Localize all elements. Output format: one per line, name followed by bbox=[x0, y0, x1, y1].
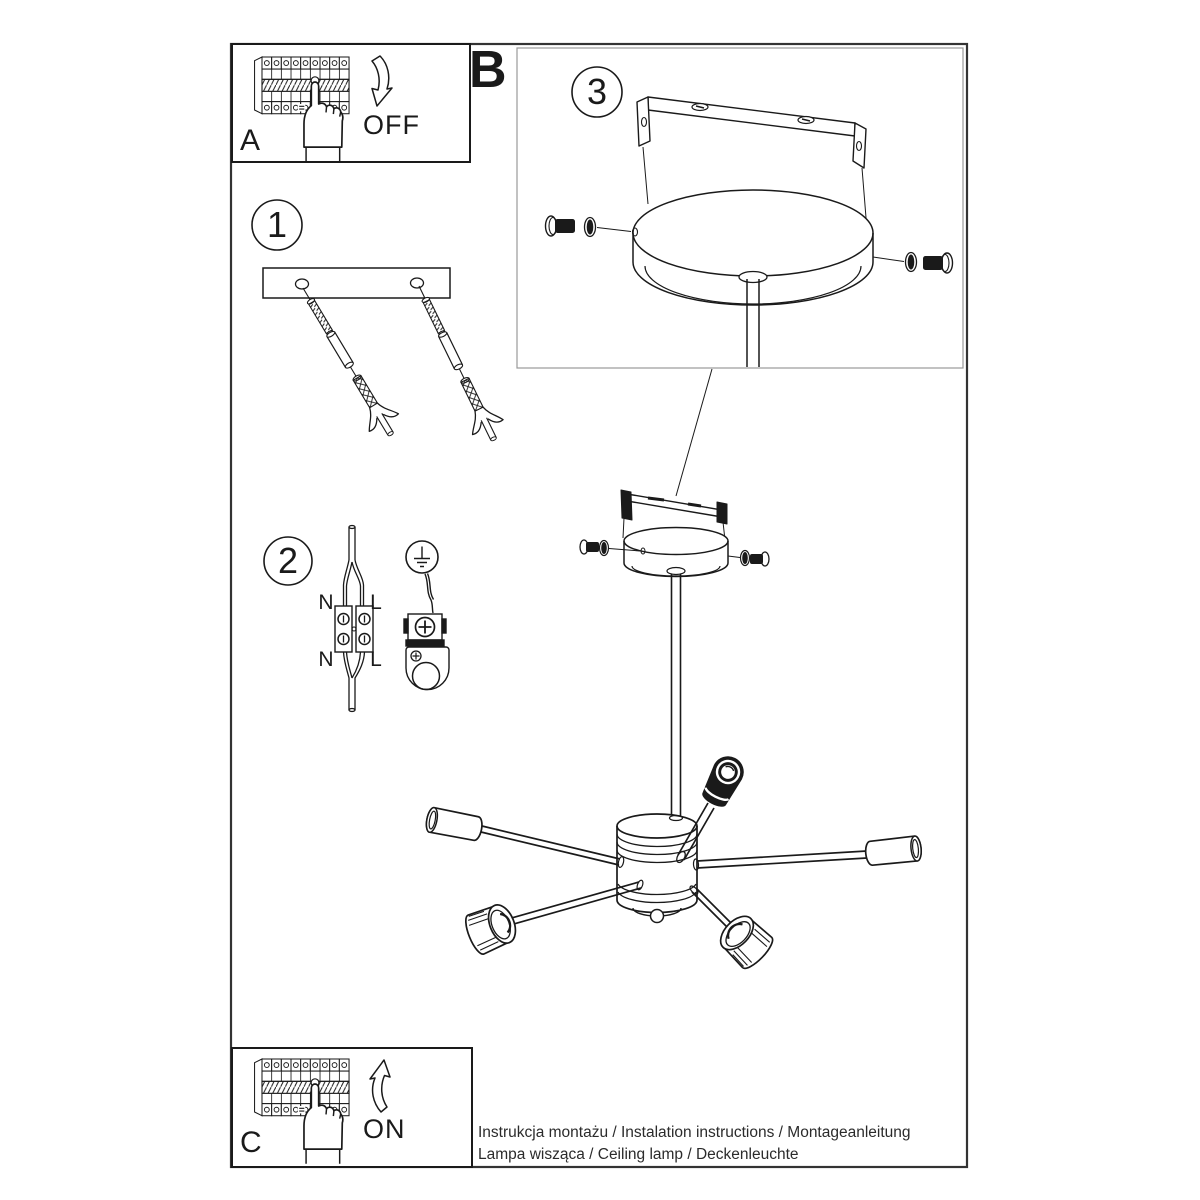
detail-3-canopy bbox=[631, 189, 874, 367]
hub-bottom-knob bbox=[649, 908, 665, 924]
wire-label-l-bottom: L bbox=[370, 648, 382, 671]
mounting-bar-illustration bbox=[262, 267, 511, 449]
label-a: A bbox=[240, 124, 261, 157]
wire-label-n-top: N bbox=[318, 591, 334, 614]
step-1-number: 1 bbox=[266, 204, 288, 245]
breaker-panel-off-illustration bbox=[255, 55, 393, 163]
arrow-down-icon bbox=[371, 55, 393, 107]
step-1-circle bbox=[251, 199, 303, 251]
socket-knurled-lower-right bbox=[712, 908, 778, 974]
arm-lower-left bbox=[500, 881, 642, 928]
detail-callout-line bbox=[675, 368, 713, 497]
lamp-canopy bbox=[623, 526, 729, 578]
earth-ground-icon bbox=[405, 540, 439, 574]
label-b: B bbox=[469, 41, 507, 99]
step-3-number: 3 bbox=[586, 71, 608, 112]
wiring-illustration bbox=[334, 524, 374, 713]
hub-arm-holes bbox=[617, 856, 700, 895]
ground-symbol-and-clamp bbox=[403, 540, 450, 691]
socket-right bbox=[863, 834, 924, 868]
label-off: OFF bbox=[363, 110, 420, 140]
arrow-up-icon bbox=[369, 1059, 391, 1113]
label-c: C bbox=[240, 1126, 262, 1159]
lamp-bracket bbox=[620, 489, 728, 541]
outer-frame bbox=[229, 42, 969, 1169]
wall-anchor-right bbox=[403, 277, 511, 449]
step-2-number: 2 bbox=[277, 540, 299, 581]
lamp-canopy-screws bbox=[579, 539, 770, 567]
wire-label-l-top: L bbox=[370, 591, 382, 614]
arm-left bbox=[480, 825, 621, 866]
hanging-rod bbox=[670, 574, 682, 817]
footer-line-1: Instrukcja montażu / Instalation instruc… bbox=[478, 1124, 911, 1141]
step-2-circle bbox=[263, 536, 313, 586]
arm-up-right bbox=[676, 802, 715, 864]
socket-left bbox=[423, 805, 485, 843]
breaker-panel-on-illustration bbox=[255, 1059, 391, 1165]
footer-line-2: Lampa wisząca / Ceiling lamp / Deckenleu… bbox=[478, 1145, 799, 1163]
detail-3-bracket bbox=[636, 96, 868, 231]
step-3-circle bbox=[571, 66, 623, 118]
footer-text: Instrukcja montażu / Instalation instruc… bbox=[478, 1122, 911, 1165]
wall-anchor-left bbox=[287, 278, 407, 445]
detail-3-screws bbox=[544, 215, 954, 274]
chandelier-hub bbox=[616, 813, 698, 924]
socket-up-right bbox=[697, 750, 750, 812]
label-on: ON bbox=[363, 1114, 406, 1144]
arm-right bbox=[696, 850, 868, 869]
socket-knurled-lower-left bbox=[460, 898, 523, 958]
chandelier-arms bbox=[480, 825, 868, 936]
wire-label-n-bottom: N bbox=[318, 648, 334, 671]
